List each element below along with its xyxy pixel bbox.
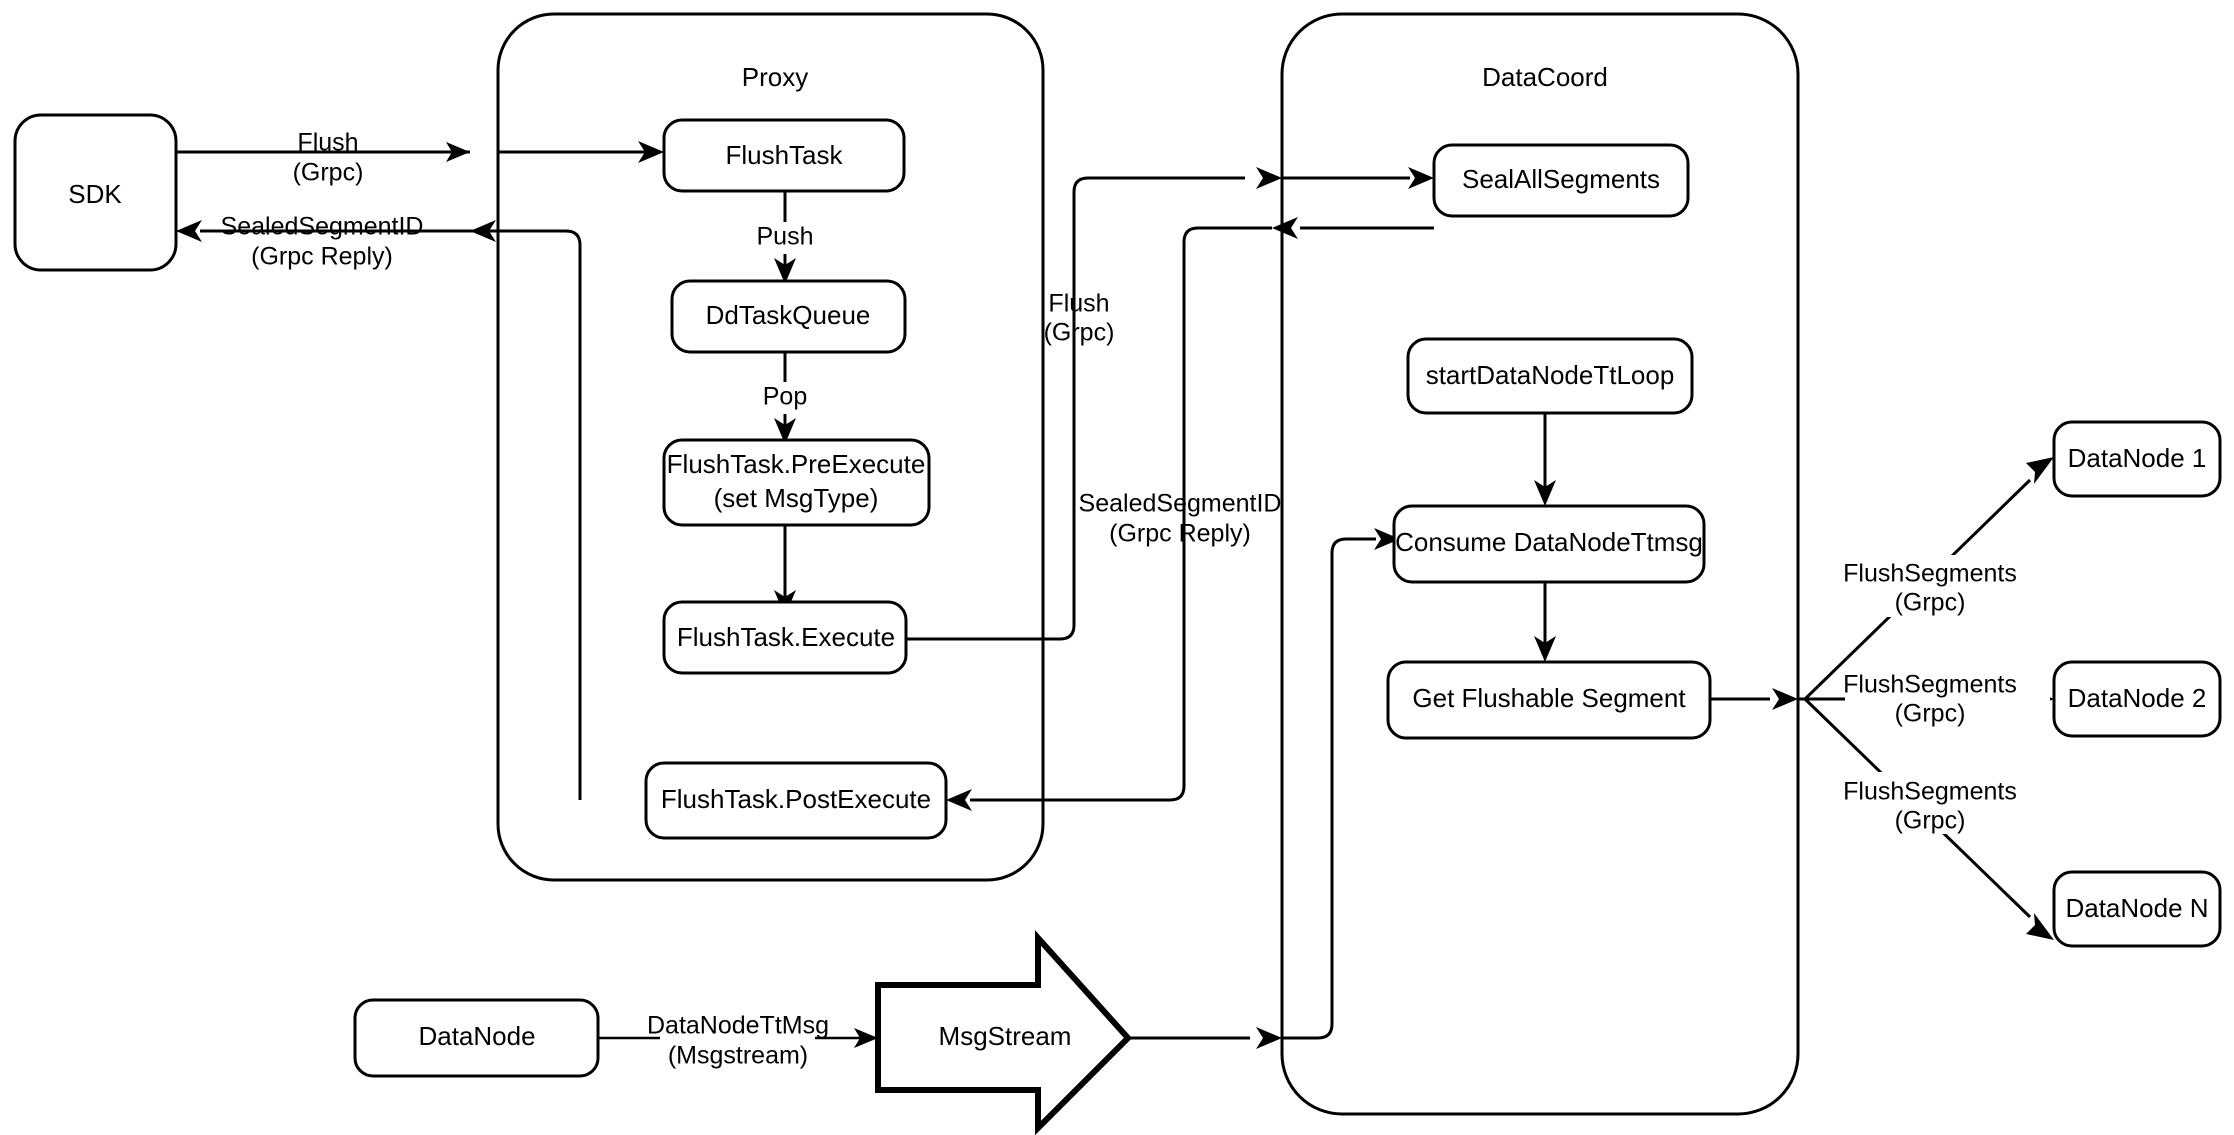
- node-flushtask-postexecute[interactable]: FlushTask.PostExecute: [644, 761, 948, 840]
- sdk-box[interactable]: [13, 113, 178, 272]
- edge-label-sdk-to-proxy: Flush (Grpc): [293, 129, 364, 187]
- edge-proxy-to-sdk: [176, 220, 582, 800]
- start-datanode-tt-loop-box[interactable]: [1406, 337, 1694, 415]
- flushtask-execute-box[interactable]: [662, 600, 908, 675]
- sdk-label: SDK: [68, 179, 122, 209]
- node-get-flushable-segment[interactable]: Get Flushable Segment: [1386, 660, 1712, 740]
- edge-datacoord-to-postexecute: [946, 217, 1434, 811]
- node-flush-task[interactable]: FlushTask: [662, 118, 906, 193]
- edge-label-flushsegments-n: FlushSegments (Grpc): [1843, 772, 2050, 835]
- datanode-2-box[interactable]: [2052, 660, 2222, 738]
- edge-ttloop-to-consume: [1534, 413, 1556, 506]
- datanode-n-label: DataNode N: [2065, 893, 2208, 923]
- seal-all-segments-label: SealAllSegments: [1462, 164, 1660, 194]
- node-consume-datanode-ttmsg[interactable]: Consume DataNodeTtmsg: [1392, 504, 1706, 584]
- edge-label-flushsegments-1: FlushSegments (Grpc): [1843, 555, 2050, 617]
- edge-label-sealedsegmentid-coord-line1: SealedSegmentID: [1079, 490, 1282, 518]
- flushsegments-n-bg: [1845, 772, 2050, 834]
- seal-all-segments-box[interactable]: [1432, 143, 1690, 218]
- node-flushtask-preexecute[interactable]: FlushTask.PreExecute (set MsgType): [662, 438, 931, 527]
- consume-datanode-ttmsg-box[interactable]: [1392, 504, 1706, 584]
- datanode-bottom-label: DataNode: [418, 1021, 535, 1051]
- flushtask-postexecute-box[interactable]: [644, 761, 948, 840]
- flush-task-label: FlushTask: [725, 140, 843, 170]
- dd-task-queue-label: DdTaskQueue: [706, 300, 871, 330]
- edge-label-flushsegments-n-line2: (Grpc): [1895, 807, 1966, 835]
- proxy-container-box: [496, 12, 1045, 882]
- datacoord-container: DataCoord: [1280, 12, 1800, 1116]
- edge-label-datanodettmsg-line1: DataNodeTtMsg: [647, 1012, 829, 1040]
- edge-label-flushsegments-2: FlushSegments (Grpc): [1843, 665, 2050, 728]
- proxy-container-label: Proxy: [742, 62, 808, 92]
- flushsegments-2-bg: [1845, 665, 2050, 727]
- consume-datanode-ttmsg-label: Consume DataNodeTtmsg: [1395, 527, 1703, 557]
- datacoord-container-box: [1280, 12, 1800, 1116]
- node-datanode-2[interactable]: DataNode 2: [2052, 660, 2222, 738]
- datanode-2-label: DataNode 2: [2068, 683, 2207, 713]
- datanode-1-label: DataNode 1: [2068, 443, 2207, 473]
- datanode-n-box[interactable]: [2052, 870, 2222, 948]
- edge-label-flushsegments-1-line1: FlushSegments: [1843, 560, 2017, 588]
- edge-label-proxy-to-coord: Flush (Grpc): [1044, 290, 1115, 347]
- node-dd-task-queue[interactable]: DdTaskQueue: [670, 279, 907, 354]
- edge-datanode-to-msgstream: [598, 1028, 878, 1048]
- msgstream-shape: MsgStream: [875, 930, 1133, 1135]
- edge-getflushable-to-fanout: [1710, 688, 1805, 710]
- flushtask-execute-label: FlushTask.Execute: [677, 622, 895, 652]
- datanode-bottom-box[interactable]: [353, 998, 600, 1078]
- node-seal-all-segments[interactable]: SealAllSegments: [1432, 143, 1690, 218]
- flushsegments-1-bg: [1845, 555, 2050, 617]
- flushtask-preexecute-box[interactable]: [662, 438, 931, 527]
- msgstream-label: MsgStream: [939, 1021, 1072, 1051]
- edge-label-flush-coord-line2: (Grpc): [1044, 319, 1115, 347]
- edge-msgstream-to-datacoord: [1124, 528, 1400, 1049]
- node-datanode-bottom[interactable]: DataNode: [353, 998, 600, 1078]
- edge-label-flush-coord-line1: Flush: [1048, 290, 1109, 318]
- node-sdk[interactable]: SDK: [13, 113, 178, 272]
- edge-label-flushsegments-n-line1: FlushSegments: [1843, 778, 2017, 806]
- node-datanode-1[interactable]: DataNode 1: [2052, 420, 2222, 498]
- edge-label-pop: Pop: [752, 382, 818, 414]
- edge-label-push: Push: [744, 222, 826, 254]
- get-flushable-segment-box[interactable]: [1386, 660, 1712, 740]
- edge-label-datanode-ttmsg: DataNodeTtMsg (Msgstream): [647, 1012, 829, 1070]
- edge-label-flushsegments-2-line1: FlushSegments: [1843, 671, 2017, 699]
- datacoord-container-label: DataCoord: [1482, 62, 1608, 92]
- flushtask-preexecute-label-line1: FlushTask.PreExecute: [667, 449, 926, 479]
- get-flushable-segment-label: Get Flushable Segment: [1412, 683, 1686, 713]
- edge-label-flush-grpc-line2: (Grpc): [293, 159, 364, 187]
- dd-task-queue-box[interactable]: [670, 279, 907, 354]
- edge-label-pop: Pop: [763, 383, 807, 411]
- edge-label-datanodettmsg-line2: (Msgstream): [668, 1042, 808, 1070]
- start-datanode-tt-loop-label: startDataNodeTtLoop: [1426, 360, 1675, 390]
- edge-execute-to-datacoord: [906, 167, 1434, 641]
- push-label-bg: [744, 222, 826, 254]
- flush-task-box[interactable]: [662, 118, 906, 193]
- flushtask-preexecute-label-line2: (set MsgType): [714, 483, 879, 513]
- edge-sdk-to-proxy: [176, 141, 664, 163]
- datanode-1-box[interactable]: [2052, 420, 2222, 498]
- edge-label-push: Push: [757, 223, 814, 251]
- flushtask-postexecute-label: FlushTask.PostExecute: [661, 784, 931, 814]
- proxy-container: Proxy: [496, 12, 1045, 882]
- edge-label-coord-to-proxy: SealedSegmentID (Grpc Reply): [1079, 490, 1282, 548]
- edge-label-sealedsegmentid-line1: SealedSegmentID: [221, 213, 424, 241]
- node-flushtask-execute[interactable]: FlushTask.Execute: [662, 600, 908, 675]
- node-start-datanode-tt-loop[interactable]: startDataNodeTtLoop: [1406, 337, 1694, 415]
- edge-label-sealedsegmentid-coord-line2: (Grpc Reply): [1109, 520, 1251, 548]
- edge-label-sealedsegmentid-line2: (Grpc Reply): [251, 243, 393, 271]
- node-datanode-n[interactable]: DataNode N: [2052, 870, 2222, 948]
- edge-label-flushsegments-1-line2: (Grpc): [1895, 589, 1966, 617]
- pop-label-bg: [752, 382, 818, 414]
- edge-consume-to-getflushable: [1534, 583, 1556, 662]
- edge-label-proxy-to-sdk: SealedSegmentID (Grpc Reply): [221, 213, 424, 271]
- edge-label-flush-grpc-line1: Flush: [297, 129, 358, 157]
- edge-label-flushsegments-2-line2: (Grpc): [1895, 700, 1966, 728]
